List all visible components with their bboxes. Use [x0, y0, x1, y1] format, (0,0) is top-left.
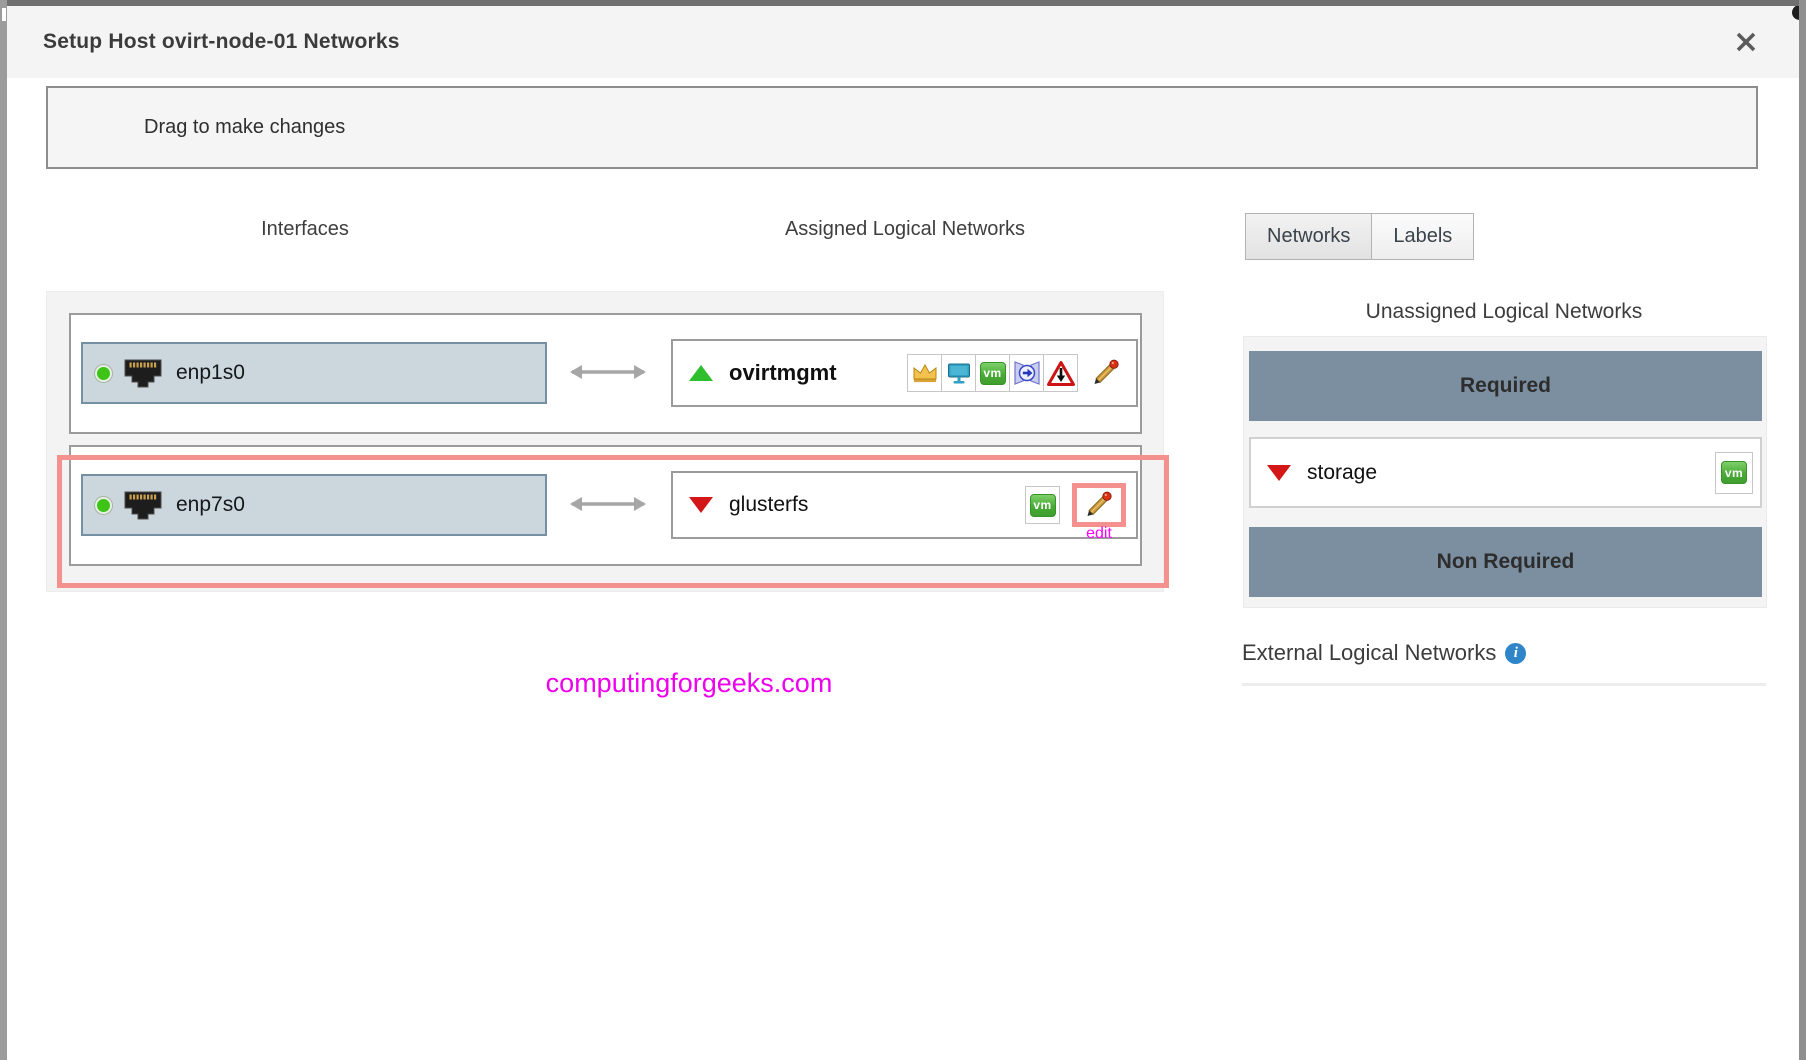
external-networks-title: External Logical Networks i — [1242, 640, 1527, 666]
network-name: storage — [1307, 460, 1378, 484]
default-route-icon — [1043, 354, 1078, 392]
display-icon — [941, 354, 976, 392]
management-icon — [907, 354, 942, 392]
window-top-edge — [0, 0, 1806, 6]
window-right-edge — [1799, 0, 1806, 1060]
dialog-title: Setup Host ovirt-node-01 Networks — [43, 30, 400, 53]
network-badges: vm — [907, 354, 1078, 392]
interfaces-panel: enp1s0 ovirtmgmt — [46, 291, 1164, 592]
ethernet-port-icon — [121, 355, 165, 391]
window-corner-tick — [2, 8, 6, 21]
close-icon — [1733, 29, 1759, 55]
network-badges: vm edit — [1025, 483, 1136, 542]
watermark-text: computingforgeeks.com — [545, 668, 833, 698]
nic-status-up-icon — [97, 498, 110, 512]
assigned-networks-column-header: Assigned Logical Networks — [784, 218, 1026, 240]
dialog-header: Setup Host ovirt-node-01 Networks — [7, 6, 1799, 78]
unassigned-network-storage[interactable]: storage vm — [1249, 437, 1762, 508]
network-status-down-icon — [1267, 464, 1291, 481]
nic-status-up-icon — [97, 366, 110, 380]
interface-enp7s0[interactable]: enp7s0 — [81, 474, 547, 536]
edit-annotation-label: edit — [1086, 525, 1112, 542]
ethernet-port-icon — [121, 487, 165, 523]
interface-row-enp7s0: enp7s0 glusterfs vm — [69, 445, 1142, 566]
network-status-up-icon — [689, 365, 713, 381]
interface-name: enp7s0 — [176, 493, 245, 516]
vm-icon: vm — [975, 354, 1010, 392]
required-section-header: Required — [1249, 351, 1762, 421]
assigned-network-glusterfs[interactable]: glusterfs vm edit — [671, 471, 1138, 542]
info-icon[interactable]: i — [1505, 642, 1527, 664]
interface-enp1s0[interactable]: enp1s0 — [81, 342, 547, 404]
link-arrow-icon — [558, 491, 658, 517]
edit-network-button-highlighted[interactable]: edit — [1072, 483, 1126, 542]
window-left-edge — [0, 0, 7, 1060]
drag-hint-box: Drag to make changes — [46, 86, 1758, 169]
pencil-icon — [1092, 357, 1120, 390]
vm-icon: vm — [1025, 486, 1060, 524]
network-name: glusterfs — [729, 493, 809, 516]
tab-labels[interactable]: Labels — [1371, 213, 1475, 260]
external-networks-divider — [1242, 683, 1766, 686]
tab-networks[interactable]: Networks — [1245, 213, 1373, 260]
unassigned-networks-title: Unassigned Logical Networks — [1365, 300, 1643, 323]
interfaces-column-header: Interfaces — [261, 218, 349, 240]
unassigned-networks-panel: Required storage vm Non Required — [1243, 336, 1767, 608]
pencil-icon — [1085, 489, 1113, 522]
external-networks-label: External Logical Networks — [1242, 640, 1497, 665]
interface-name: enp1s0 — [176, 361, 245, 384]
link-arrow-icon — [558, 359, 658, 385]
edit-network-button[interactable] — [1092, 357, 1120, 390]
interface-row-enp1s0: enp1s0 ovirtmgmt — [69, 313, 1142, 434]
network-name: ovirtmgmt — [729, 360, 837, 385]
drag-hint-text: Drag to make changes — [144, 116, 346, 138]
non-required-section-header: Non Required — [1249, 527, 1762, 597]
network-status-down-icon — [689, 497, 713, 513]
right-panel-tabs: Networks Labels — [1245, 213, 1475, 260]
close-button[interactable] — [1733, 29, 1759, 55]
vm-icon: vm — [1715, 451, 1753, 494]
migration-icon — [1009, 354, 1044, 392]
assigned-network-ovirtmgmt[interactable]: ovirtmgmt vm — [671, 339, 1138, 407]
